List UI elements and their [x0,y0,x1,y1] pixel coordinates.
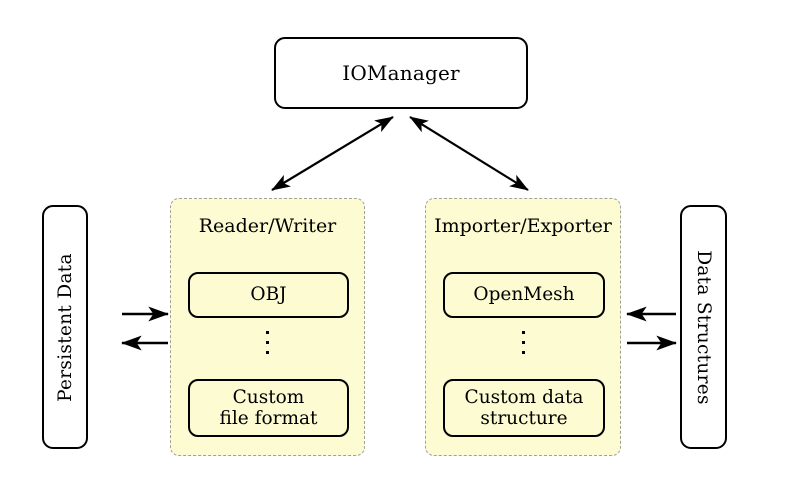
ellipsis-dot [266,351,269,354]
data-structures-label: Data Structures [693,249,715,405]
module-label-obj: OBJ [250,284,287,306]
iomanager-box[interactable]: IOManager [274,37,528,109]
group-title-reader-writer: Reader/Writer [198,215,337,237]
iomanager-label: IOManager [342,61,460,85]
group-title-importer-exporter: Importer/Exporter [434,215,612,237]
ellipsis-dot [266,331,269,334]
persistent-data-label: Persistent Data [54,252,76,402]
ellipsis-dot [521,341,525,344]
ellipsis-dot [521,351,525,354]
module-label-openmesh: OpenMesh [473,284,575,306]
arrow-manager-importer-exporter [409,116,529,191]
ellipsis-reader-writer [171,331,364,354]
persistent-data-box[interactable]: Persistent Data [42,205,88,449]
ellipsis-importer-exporter [426,331,620,354]
ellipsis-dot [266,341,269,344]
data-structures-box[interactable]: Data Structures [680,205,727,449]
module-box-openmesh[interactable]: OpenMesh [443,272,605,318]
module-box-obj[interactable]: OBJ [188,272,349,318]
arrow-manager-reader-writer [271,116,394,191]
ellipsis-dot [521,331,525,334]
